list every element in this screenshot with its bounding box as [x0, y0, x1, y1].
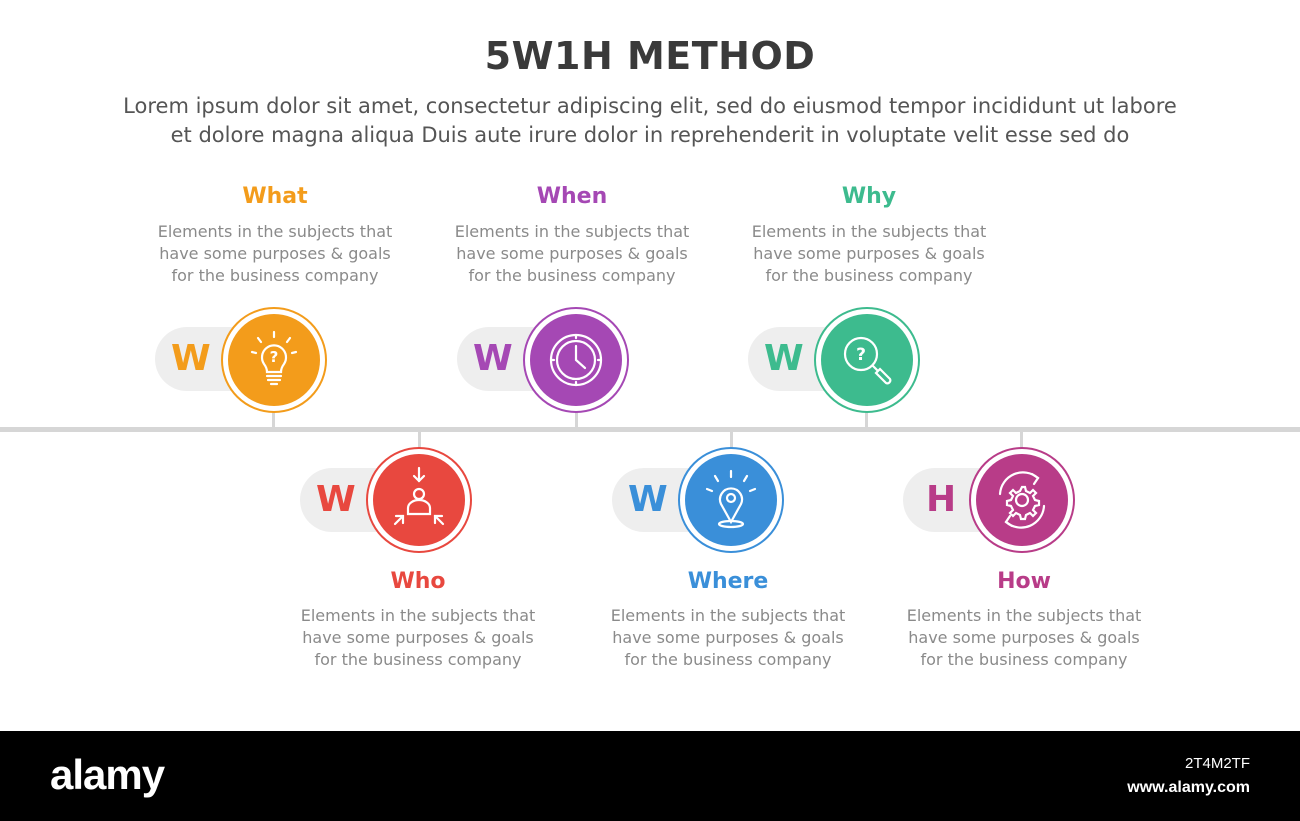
item-title: When	[536, 184, 608, 209]
desc-line: have some purposes & goals	[159, 244, 391, 263]
desc-line: for the business company	[314, 650, 522, 669]
desc-line: Elements in the subjects that	[157, 222, 393, 241]
item-title: Who	[390, 569, 446, 594]
pill-letter: W	[171, 338, 211, 379]
connector	[1020, 432, 1023, 448]
timeline-line	[0, 427, 1300, 432]
subtitle-line-1: Lorem ipsum dolor sit amet, consectetur …	[123, 94, 1177, 118]
pill-letter: W	[628, 479, 668, 520]
connector	[418, 432, 421, 448]
item-description: Elements in the subjects that have some …	[598, 605, 858, 671]
item-description: Elements in the subjects that have some …	[288, 605, 548, 671]
connector	[272, 410, 275, 428]
desc-line: for the business company	[765, 266, 973, 285]
connector	[730, 432, 733, 448]
pill-letter: H	[926, 479, 957, 520]
subtitle: Lorem ipsum dolor sit amet, consectetur …	[40, 92, 1260, 150]
site-url: www.alamy.com	[1127, 779, 1250, 796]
page-title: 5W1H METHOD	[484, 34, 816, 78]
svg-text:?: ?	[270, 348, 279, 366]
pill-letter: W	[764, 338, 804, 379]
footer-bar: alamy 2T4M2TF www.alamy.com	[0, 731, 1300, 821]
desc-line: Elements in the subjects that	[751, 222, 987, 241]
desc-line: Elements in the subjects that	[906, 606, 1142, 625]
icon-circle: ?	[814, 307, 920, 413]
desc-line: have some purposes & goals	[456, 244, 688, 263]
desc-line: for the business company	[171, 266, 379, 285]
item-description: Elements in the subjects that have some …	[442, 221, 702, 287]
item-description: Elements in the subjects that have some …	[739, 221, 999, 287]
desc-line: for the business company	[624, 650, 832, 669]
desc-line: have some purposes & goals	[753, 244, 985, 263]
icon-circle	[366, 447, 472, 553]
gear-cycle-icon	[998, 471, 1046, 529]
location-pin-icon	[705, 469, 757, 529]
desc-line: have some purposes & goals	[908, 628, 1140, 647]
desc-line: for the business company	[920, 650, 1128, 669]
item-description: Elements in the subjects that have some …	[894, 605, 1154, 671]
item-title: Why	[841, 184, 897, 209]
icon-circle	[523, 307, 629, 413]
stock-id: 2T4M2TF	[1184, 755, 1250, 772]
icon-circle	[678, 447, 784, 553]
item-title: What	[242, 184, 308, 209]
desc-line: have some purposes & goals	[612, 628, 844, 647]
icon-circle: ?	[221, 307, 327, 413]
pill-letter: W	[316, 479, 356, 520]
person-arrows-icon	[393, 466, 445, 526]
brand-logo: alamy	[50, 751, 165, 798]
item-title: How	[997, 569, 1051, 594]
connector	[865, 410, 868, 428]
desc-line: for the business company	[468, 266, 676, 285]
desc-line: Elements in the subjects that	[610, 606, 846, 625]
magnifier-question-icon: ?	[843, 336, 892, 385]
icon-circle	[969, 447, 1075, 553]
desc-line: have some purposes & goals	[302, 628, 534, 647]
svg-text:?: ?	[856, 345, 866, 365]
clock-icon	[549, 333, 603, 387]
desc-line: Elements in the subjects that	[454, 222, 690, 241]
subtitle-line-2: et dolore magna aliqua Duis aute irure d…	[170, 123, 1130, 147]
lightbulb-question-icon: ?	[250, 330, 298, 386]
pill-letter: W	[473, 338, 513, 379]
connector	[575, 410, 578, 428]
item-title: Where	[687, 569, 769, 594]
desc-line: Elements in the subjects that	[300, 606, 536, 625]
item-description: Elements in the subjects that have some …	[145, 221, 405, 287]
